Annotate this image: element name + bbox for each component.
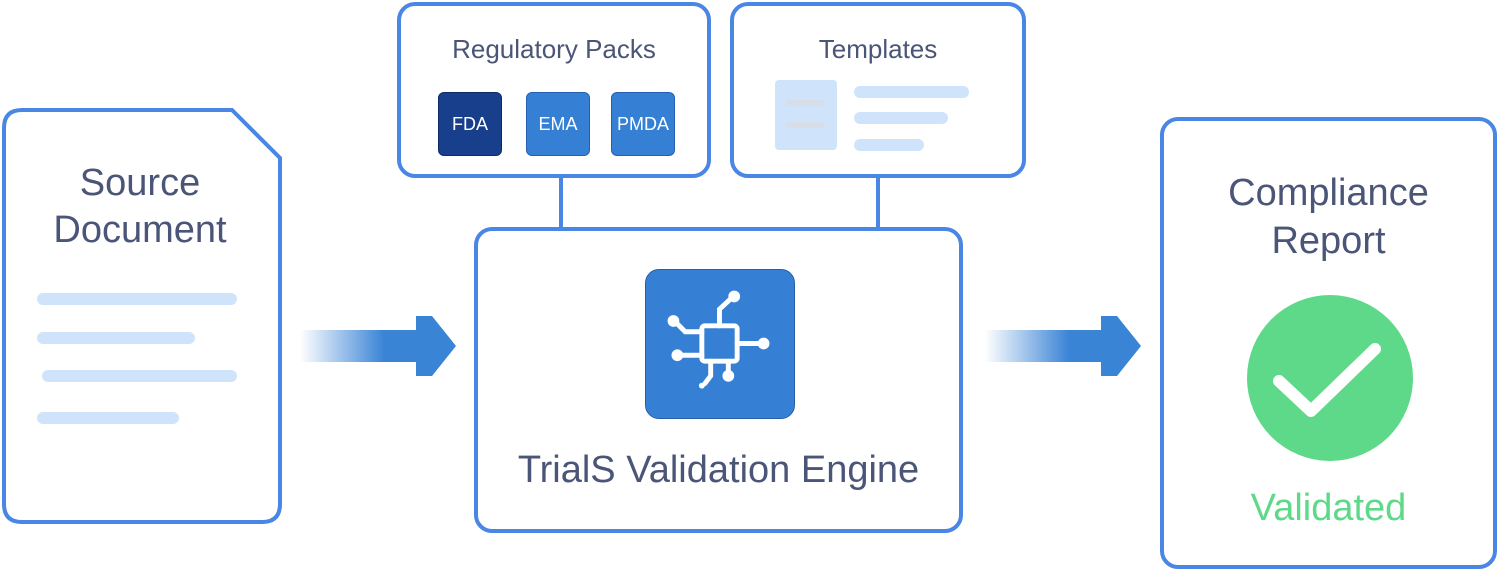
regulatory-packs-title: Regulatory Packs xyxy=(452,34,656,64)
pack-fda-badge: FDA xyxy=(438,92,502,156)
source-title-line1: Source xyxy=(79,162,201,204)
compliance-report-title: Compliance Report xyxy=(1164,169,1493,265)
regulatory-packs-box: Regulatory Packs FDA EMA PMDA xyxy=(397,2,711,178)
connector-packs-engine xyxy=(559,178,563,230)
circuit-chip-icon xyxy=(645,269,795,419)
pack-fda-label: FDA xyxy=(452,113,488,134)
pack-ema-badge: EMA xyxy=(526,92,590,156)
compliance-report-box: Compliance Report Validated xyxy=(1160,117,1497,569)
pack-pmda-badge: PMDA xyxy=(611,92,675,156)
source-text-line xyxy=(42,370,237,382)
template-thumbnail-icon xyxy=(775,80,837,150)
validation-engine-box: TrialS Validation Engine xyxy=(474,227,963,533)
template-text-line xyxy=(854,86,969,98)
source-text-line xyxy=(37,332,195,344)
validated-status-text: Validated xyxy=(1250,487,1407,529)
connector-templates-engine xyxy=(876,178,880,230)
report-title-line2: Report xyxy=(1271,220,1386,262)
flow-arrow-to-engine xyxy=(300,316,456,376)
template-text-line xyxy=(854,139,924,151)
source-document-title: Source Document xyxy=(4,160,276,254)
template-text-line xyxy=(854,112,948,124)
source-text-line xyxy=(37,293,237,305)
templates-box: Templates xyxy=(730,2,1026,178)
source-title-line2: Document xyxy=(53,209,227,251)
pack-pmda-label: PMDA xyxy=(616,113,669,134)
report-title-line1: Compliance xyxy=(1228,172,1429,214)
templates-title: Templates xyxy=(818,34,938,64)
validation-engine-title: TrialS Validation Engine xyxy=(517,449,920,491)
checkmark-icon xyxy=(1247,295,1413,461)
source-text-line xyxy=(37,412,179,424)
pack-ema-label: EMA xyxy=(538,113,578,134)
flow-arrow-to-report xyxy=(985,316,1141,376)
